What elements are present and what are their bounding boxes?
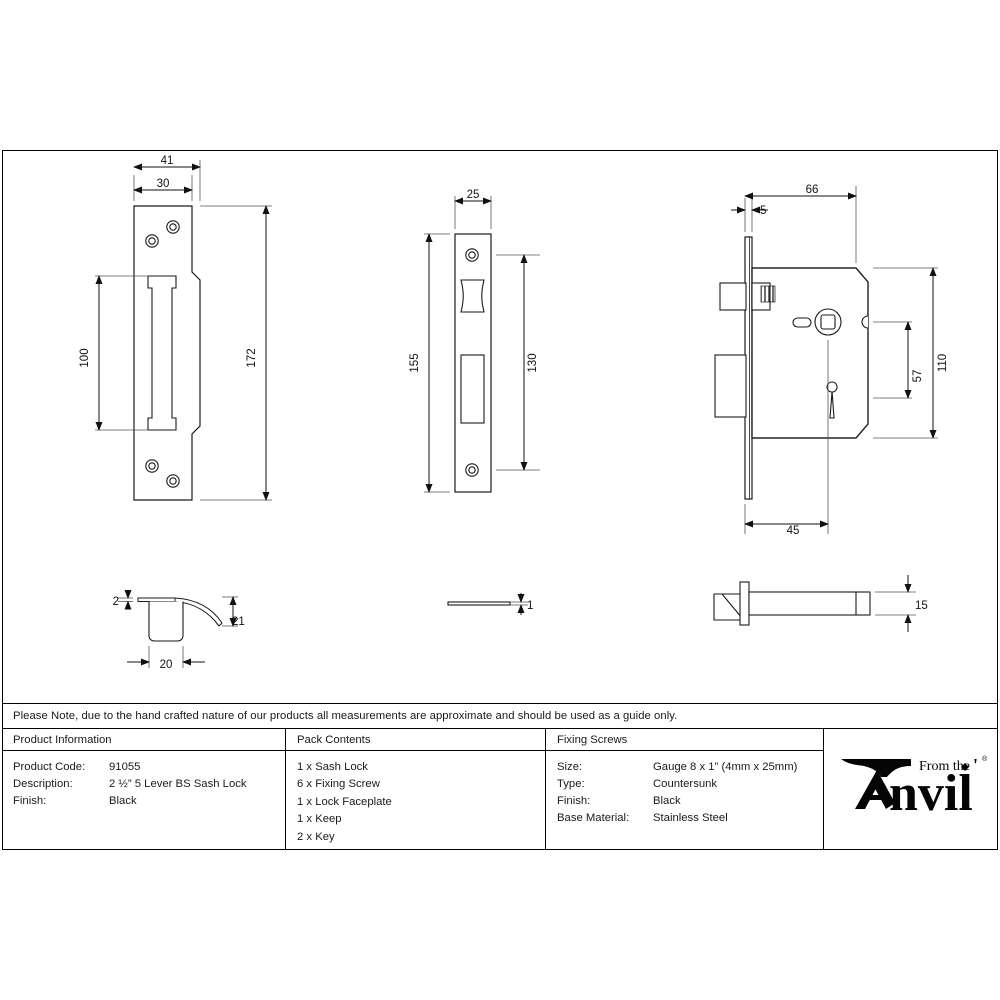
table-row: Type: Countersunk bbox=[557, 776, 823, 793]
measurements-note: Please Note, due to the hand crafted nat… bbox=[2, 703, 998, 729]
screw-size-label: Size: bbox=[557, 761, 583, 773]
anvil-logo-mark: nvil From the ' ® bbox=[841, 755, 988, 822]
fixing-screws-column: Fixing Screws Size: Gauge 8 x 1” (4mm x … bbox=[545, 729, 823, 850]
screw-finish-label: Finish: bbox=[557, 795, 591, 807]
from-the-anvil-logo: nvil From the ' ® bbox=[824, 729, 999, 850]
apostrophe-mark: ' bbox=[973, 755, 978, 775]
product-information-body: Product Code: 91055 Description: 2 ½” 5 … bbox=[2, 751, 285, 810]
table-row: Product Code: 91055 bbox=[13, 759, 285, 776]
pack-contents-header: Pack Contents bbox=[286, 729, 545, 751]
list-item: 1 x Sash Lock bbox=[297, 761, 368, 773]
screw-size-value: Gauge 8 x 1” (4mm x 25mm) bbox=[653, 761, 798, 773]
fixing-screws-body: Size: Gauge 8 x 1” (4mm x 25mm) Type: Co… bbox=[546, 751, 823, 827]
list-item: 2 x Key bbox=[297, 830, 335, 843]
table-row: Finish: Black bbox=[557, 793, 823, 810]
table-row: Description: 2 ½” 5 Lever BS Sash Lock bbox=[13, 776, 285, 793]
brand-logo-column: nvil From the ' ® bbox=[823, 729, 998, 850]
registered-mark: ® bbox=[982, 755, 988, 763]
product-code-value: 91055 bbox=[109, 761, 141, 773]
list-item: 1 x Lock Faceplate bbox=[297, 795, 392, 808]
product-code-label: Product Code: bbox=[13, 761, 86, 773]
table-row: Size: Gauge 8 x 1” (4mm x 25mm) bbox=[557, 759, 823, 776]
product-information-column: Product Information Product Code: 91055 … bbox=[2, 729, 285, 850]
measurements-note-text: Please Note, due to the hand crafted nat… bbox=[13, 710, 678, 722]
screw-type-value: Countersunk bbox=[653, 778, 718, 790]
product-information-header: Product Information bbox=[2, 729, 285, 751]
screw-type-label: Type: bbox=[557, 778, 585, 790]
information-table: Product Information Product Code: 91055 … bbox=[2, 729, 998, 850]
diamond-icon bbox=[961, 763, 969, 771]
screw-finish-value: Black bbox=[653, 795, 681, 807]
screw-base-material-label: Base Material: bbox=[557, 812, 630, 824]
list-item: 1 x Keep bbox=[297, 813, 342, 826]
drawing-frame bbox=[2, 150, 998, 850]
finish-label: Finish: bbox=[13, 795, 47, 807]
description-value: 2 ½” 5 Lever BS Sash Lock bbox=[109, 778, 247, 790]
screw-base-material-value: Stainless Steel bbox=[653, 812, 728, 824]
table-row: Base Material: Stainless Steel bbox=[557, 810, 823, 827]
pack-contents-column: Pack Contents 1 x Sash Lock 6 x Fixing S… bbox=[285, 729, 545, 850]
fixing-screws-header: Fixing Screws bbox=[546, 729, 823, 751]
finish-value: Black bbox=[109, 795, 137, 807]
from-the-text: From the bbox=[919, 759, 970, 774]
description-label: Description: bbox=[13, 778, 73, 790]
pack-contents-body: 1 x Sash Lock 6 x Fixing Screw 1 x Lock … bbox=[286, 751, 545, 846]
anvil-wordmark: nvil bbox=[889, 765, 973, 822]
table-row: Finish: Black bbox=[13, 793, 285, 810]
list-item: 6 x Fixing Screw bbox=[297, 778, 380, 791]
